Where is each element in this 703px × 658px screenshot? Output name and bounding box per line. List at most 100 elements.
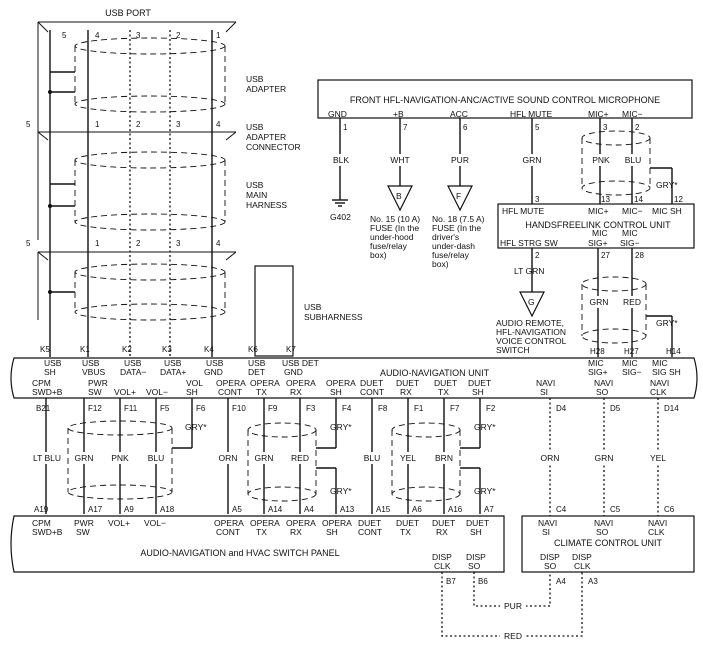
fuse-b-label: box) <box>370 250 387 260</box>
mic-term: ACC <box>450 109 468 119</box>
usb-adapter-pin: 2 <box>136 120 141 129</box>
panel-term: SH <box>326 527 338 537</box>
anu-term: DUET <box>396 378 419 388</box>
mic-term: MIC− <box>622 109 643 119</box>
panel-term: OPERA <box>322 518 352 528</box>
anu-pin: F7 <box>450 404 460 413</box>
mic-pin: 5 <box>535 123 540 132</box>
mid-wire: GRN <box>75 453 94 463</box>
mic-pin: 3 <box>603 123 608 132</box>
usb-adapter-connector-label: CONNECTOR <box>246 142 301 152</box>
anu-term: SW <box>88 387 102 397</box>
usb-sub-pin: K3 <box>162 345 172 354</box>
climate-term: SO <box>596 527 609 537</box>
anu-term: VBUS <box>82 367 105 377</box>
usb-sub-pin: K6 <box>248 345 258 354</box>
fuse-f-label: driver's <box>432 232 459 242</box>
usb-conductors <box>48 30 226 357</box>
usb-port-pin: 5 <box>62 31 67 40</box>
gry-mark: GRY* <box>656 180 678 190</box>
hfl-term: HFL MUTE <box>502 206 545 216</box>
audio-remote-label: AUDIO REMOTE, <box>496 318 564 328</box>
anu-term: USB DET <box>282 358 319 368</box>
anu-term: NAVI <box>536 378 555 388</box>
anu-term: DATA− <box>120 367 146 377</box>
bottom-wire: PUR <box>504 601 522 611</box>
switch-panel: AUDIO-NAVIGATION and HVAC SWITCH PANEL C… <box>10 515 505 573</box>
usb-adapter-pin: 4 <box>216 120 221 129</box>
mic-wire: GRN <box>523 155 542 165</box>
audio-remote-label: VOICE CONTROL <box>496 336 567 346</box>
gry-mark: GRY* <box>330 422 352 432</box>
anu-term: SI <box>540 387 548 397</box>
audio-navigation-unit: AUDIO-NAVIGATION UNIT USB SH USB VBUS US… <box>10 357 698 399</box>
anu-term: CONT <box>218 387 242 397</box>
panel-disp-pin: B7 <box>446 577 456 586</box>
panel-disp-pin: B6 <box>478 577 488 586</box>
mic-term: HFL MUTE <box>510 109 553 119</box>
mid-wire: YEL <box>400 453 416 463</box>
anu-term: RX <box>400 387 412 397</box>
fuse-f-label: fuse/relay <box>432 250 470 260</box>
mic-term: +B <box>393 109 404 119</box>
anu-pin: F6 <box>196 404 206 413</box>
mid-wire: YEL <box>650 453 666 463</box>
climate-control-unit: CLIMATE CONTROL UNIT NAVI SI NAVI SO NAV… <box>521 515 695 573</box>
panel-pin: A14 <box>268 505 283 514</box>
mid-wire: ORN <box>219 453 238 463</box>
climate-pin: C6 <box>664 505 675 514</box>
usb-main-pins: 5 1 2 3 4 <box>26 239 221 248</box>
climate-term: SO <box>544 561 557 571</box>
fuse-f-label: under-dash <box>432 241 475 251</box>
fuse-b-label: No. 15 (10 A) <box>370 214 420 224</box>
fuse-b-label: under-hood <box>370 232 414 242</box>
anu-term: DATA+ <box>160 367 186 377</box>
switch-panel-label: AUDIO-NAVIGATION and HVAC SWITCH PANEL <box>140 548 339 558</box>
usb-main-pin: 4 <box>216 239 221 248</box>
usb-adapter-connector-label: ADAPTER <box>246 132 286 142</box>
mid-wire: BLU <box>148 453 165 463</box>
anu-term: SWD+B <box>32 387 63 397</box>
anu-term: OPERA <box>286 378 316 388</box>
mic-term: GND <box>328 109 347 119</box>
panel-term: TX <box>256 527 267 537</box>
hfl-pin: 3 <box>535 195 540 204</box>
audio-remote-triangle: G <box>528 297 535 307</box>
panel-term: CONT <box>216 527 240 537</box>
hfl-sig: SIG+ <box>588 238 608 248</box>
anu-pin: F1 <box>414 404 424 413</box>
mic-pin: 6 <box>463 123 468 132</box>
panel-term: PWR <box>74 518 94 528</box>
anu-term: RX <box>290 387 302 397</box>
usb-adapter-label: ADAPTER <box>246 84 286 94</box>
anu-term: SH <box>472 387 484 397</box>
hfl-term: MIC+ <box>588 206 609 216</box>
hfl-wire: GRN <box>590 297 609 307</box>
panel-pin: A16 <box>448 505 463 514</box>
hfl-pin: 14 <box>634 195 643 204</box>
anu-term: CLK <box>650 387 667 397</box>
bottom-wire: RED <box>504 631 522 641</box>
hfl-wire: LT GRN <box>514 266 544 276</box>
climate-term: DISP <box>572 552 592 562</box>
mid-wire: BRN <box>435 453 453 463</box>
anu-term: SO <box>596 387 609 397</box>
hfl-pin: 2 <box>535 251 540 260</box>
panel-pins: A19 A17 A9 A18 A5 A14 A4 A13 A15 A6 A16 … <box>34 505 675 514</box>
anu-term: CPM <box>32 378 51 388</box>
anu-term: SH <box>330 387 342 397</box>
usb-sub-pin: K2 <box>122 345 132 354</box>
panel-term: VOL+ <box>108 518 130 528</box>
usb-port-pin: 4 <box>95 31 100 40</box>
panel-pin: A4 <box>304 505 314 514</box>
panel-term: TX <box>400 527 411 537</box>
anu-pin: F5 <box>160 404 170 413</box>
usb-main-harness-label: HARNESS <box>246 200 287 210</box>
mid-wiring: LT BLU GRN PNK BLU ORN GRN RED BLU YEL B… <box>30 398 670 516</box>
panel-term: VOL− <box>144 518 166 528</box>
fuse-f-label: No. 18 (7.5 A) <box>432 214 485 224</box>
panel-term: OPERA <box>286 518 316 528</box>
anu-pin: F10 <box>232 404 246 413</box>
usb-subharness: USB SUBHARNESS <box>254 265 363 357</box>
fuse-f-label: FUSE (In the <box>432 223 481 233</box>
